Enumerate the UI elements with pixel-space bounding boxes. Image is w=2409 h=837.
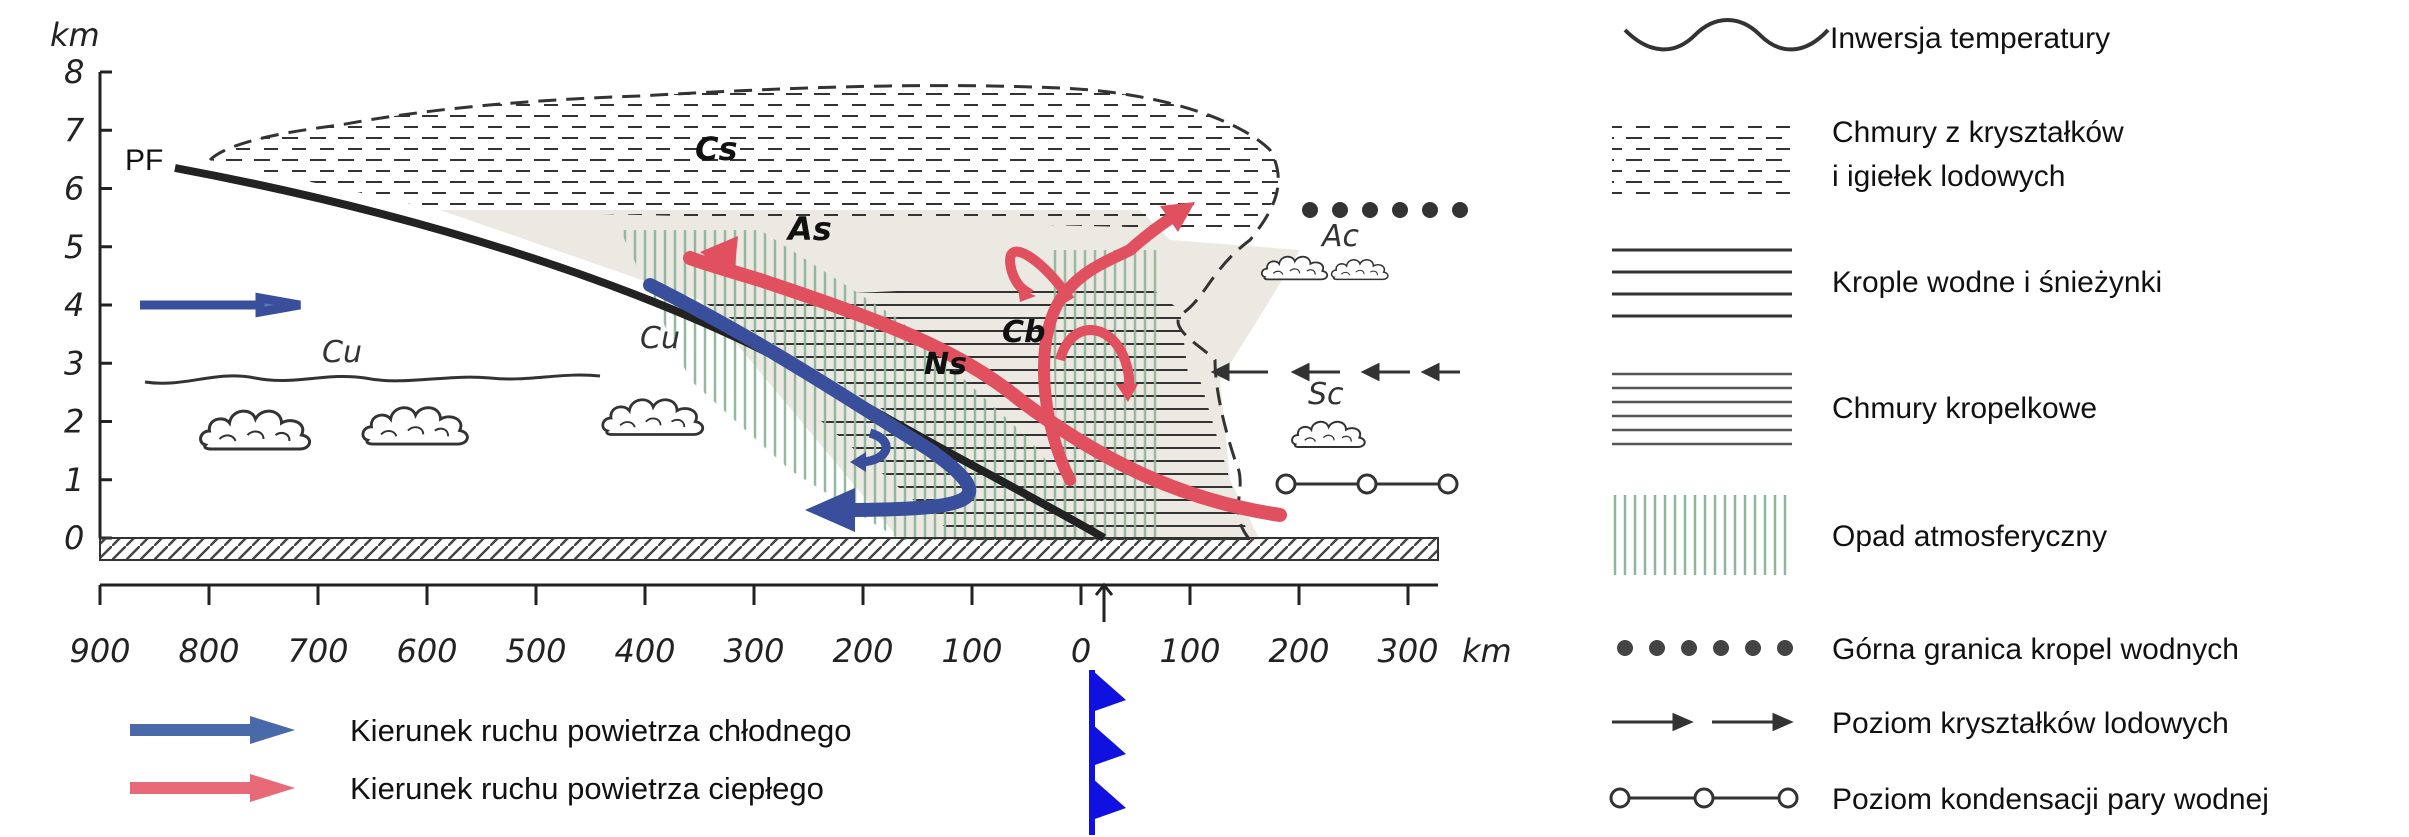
cirrostratus-label: Cs	[695, 130, 738, 168]
distance-tick-label: 200	[1268, 632, 1329, 670]
altitude-tick-label: 6	[64, 170, 84, 208]
altocumulus-cloud-icon	[1330, 258, 1389, 281]
ice-level-legend-label: Poziom kryształków lodowych	[1832, 707, 2229, 740]
drop-limit-legend-icon	[1617, 640, 1793, 656]
droplet-clouds-legend-icon	[1612, 372, 1792, 446]
side-legend: Inwersja temperatury Chmury z kryształkó…	[1609, 18, 2269, 816]
warm-curl-arrow-right	[1055, 325, 1135, 394]
temperature-inversion-line	[144, 373, 601, 385]
front-label: PF	[125, 144, 163, 177]
distance-tick-label: 100	[1159, 632, 1220, 670]
cold-air-eddy-arrowhead	[850, 452, 866, 472]
cumulus-cloud-icon	[199, 409, 312, 451]
distance-tick-label: 800	[178, 632, 239, 670]
distance-tick-label: 900	[69, 632, 130, 670]
bottom-legend: Kierunek ruchu powietrza chłodnego Kieru…	[130, 713, 851, 806]
drop-limit-legend-label: Górna granica kropel wodnych	[1832, 633, 2239, 666]
cold-wind-arrow	[140, 292, 301, 318]
nimbostratus-label: Ns	[924, 347, 967, 382]
warm-air-flow-arrow	[683, 251, 1287, 522]
cumulus-label: Cu	[322, 335, 362, 370]
cumulonimbus-label: Cb	[1002, 315, 1046, 350]
distance-tick-label: 400	[614, 632, 675, 670]
inversion-legend-icon	[1623, 18, 1830, 52]
altitude-axis: km 0 1 2 3 4 5 6 7 8	[50, 16, 112, 557]
altitude-tick-label: 5	[64, 228, 84, 266]
distance-tick-label: 700	[287, 632, 348, 670]
cumulus-cloud-icon	[601, 398, 705, 436]
cold-front-triangles-icon	[1089, 670, 1126, 835]
altocumulus-label: Ac	[1320, 219, 1360, 254]
distance-tick-label: 200	[832, 632, 893, 670]
altitude-unit: km	[50, 16, 100, 54]
condensation-legend-label: Poziom kondensacji pary wodnej	[1832, 783, 2269, 816]
drop-limit-dots	[1302, 202, 1468, 218]
cumulus-label: Cu	[640, 321, 680, 356]
distance-tick-label: 100	[941, 632, 1002, 670]
altostratus-label: As	[785, 210, 832, 248]
warm-curl-arrowhead-left	[1018, 288, 1036, 302]
droplet-clouds-legend-label: Chmury kropelkowe	[1832, 392, 2097, 425]
distance-tick-label: 500	[505, 632, 566, 670]
cold-air-arrowhead	[805, 488, 855, 532]
cold-air-eddy-arrow	[861, 428, 891, 467]
precipitation-legend-label: Opad atmosferyczny	[1832, 520, 2107, 553]
altitude-tick-label: 0	[64, 519, 84, 557]
ice-clouds-legend-label-2: i igiełek lodowych	[1832, 160, 2065, 193]
warm-updraft-arrow	[1037, 206, 1186, 486]
distance-axis: km 900 800 700 600 500 400 300 200 100 0 100 200 300	[69, 582, 1512, 670]
altitude-tick-label: 2	[64, 403, 84, 441]
ice-level-legend-icon	[1612, 712, 1794, 732]
warm-curl-arrow-left	[1005, 246, 1075, 303]
distance-tick-label: 300	[723, 632, 784, 670]
warm-updraft-arrowhead	[1160, 202, 1195, 232]
condensation-level-markers	[1275, 473, 1459, 495]
front-position-marker-icon	[1094, 582, 1114, 622]
condensation-legend-icon	[1609, 787, 1799, 809]
distance-tick-label: 300	[1377, 632, 1438, 670]
distance-tick-label: 600	[396, 632, 457, 670]
inversion-legend-label: Inwersja temperatury	[1830, 22, 2110, 55]
warm-air-legend-label: Kierunek ruchu powietrza ciepłego	[350, 771, 824, 806]
cold-air-flow-arrow	[643, 278, 977, 517]
cirrostratus-cloud-layer	[210, 85, 1279, 230]
altitude-tick-label: 3	[64, 344, 84, 382]
cold-air-legend-label: Kierunek ruchu powietrza chłodnego	[350, 713, 851, 748]
drops-snow-legend-icon	[1612, 248, 1792, 318]
drops-snow-legend-label: Krople wodne i śnieżynki	[1832, 266, 2162, 299]
ice-clouds-legend-icon	[1612, 118, 1792, 194]
precipitation-band	[620, 230, 1110, 540]
altitude-tick-label: 1	[64, 461, 84, 499]
distance-unit: km	[1462, 632, 1512, 670]
cirrostratus-outline	[208, 84, 1280, 541]
warm-curl-arrowhead-right	[1116, 384, 1138, 402]
stratocumulus-label: Sc	[1308, 377, 1344, 412]
precipitation-legend-icon	[1612, 495, 1792, 575]
distance-tick-label: 0	[1071, 632, 1091, 670]
warm-air-legend-arrowhead	[250, 774, 295, 802]
cumulus-cloud-icon	[361, 406, 469, 446]
altitude-tick-label: 8	[64, 53, 84, 91]
ground-hatching	[99, 537, 1439, 561]
warm-air-arrowhead	[700, 236, 738, 276]
stratocumulus-cloud-icon	[1290, 420, 1366, 449]
altitude-tick-label: 4	[64, 286, 84, 324]
altitude-tick-label: 7	[64, 111, 85, 149]
ice-clouds-legend-label-1: Chmury z kryształków	[1832, 116, 2124, 149]
ice-level-arrows	[1210, 362, 1460, 382]
cold-air-legend-arrowhead	[250, 716, 295, 744]
